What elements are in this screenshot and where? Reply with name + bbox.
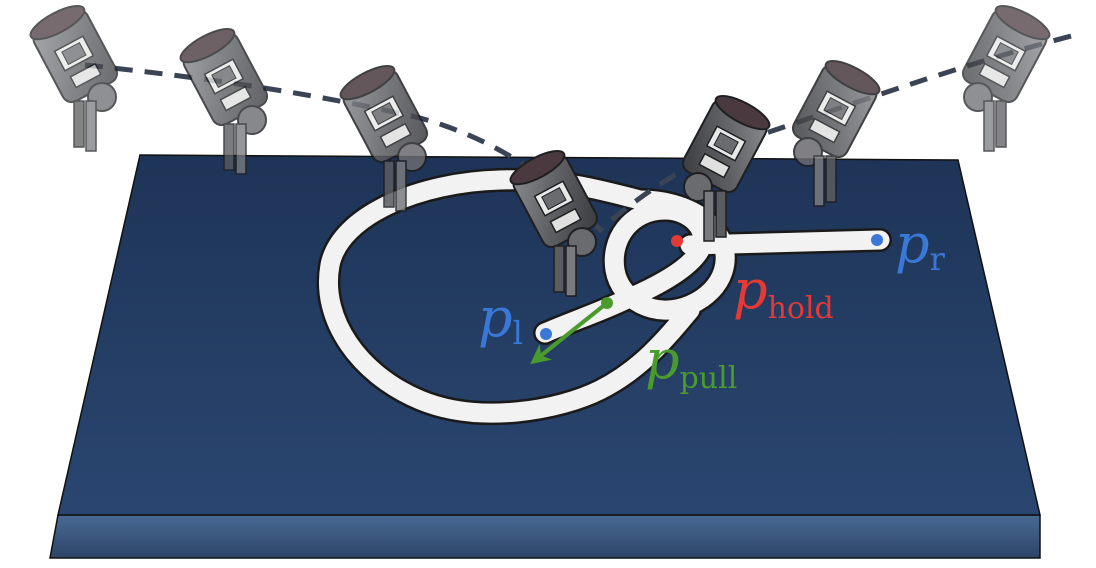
- point-pull: [601, 297, 613, 309]
- gripper-trajectory: [84, 32, 1076, 234]
- robot-gripper-icon: [958, 0, 1055, 152]
- label-p-hold: phold: [733, 258, 834, 326]
- robot-gripper-icon: [175, 21, 272, 175]
- point-right-end: [871, 234, 883, 246]
- label-p-left: pl: [478, 286, 523, 352]
- point-hold: [671, 235, 683, 247]
- table-front-face: [49, 514, 1041, 559]
- robot-gripper-icon: [25, 0, 122, 152]
- rope-knot: [316, 167, 892, 426]
- label-p-pull: ppull: [645, 328, 737, 396]
- pull-direction-arrow-icon: [530, 301, 609, 365]
- point-left-end: [540, 328, 552, 340]
- label-p-right: pr: [895, 212, 946, 278]
